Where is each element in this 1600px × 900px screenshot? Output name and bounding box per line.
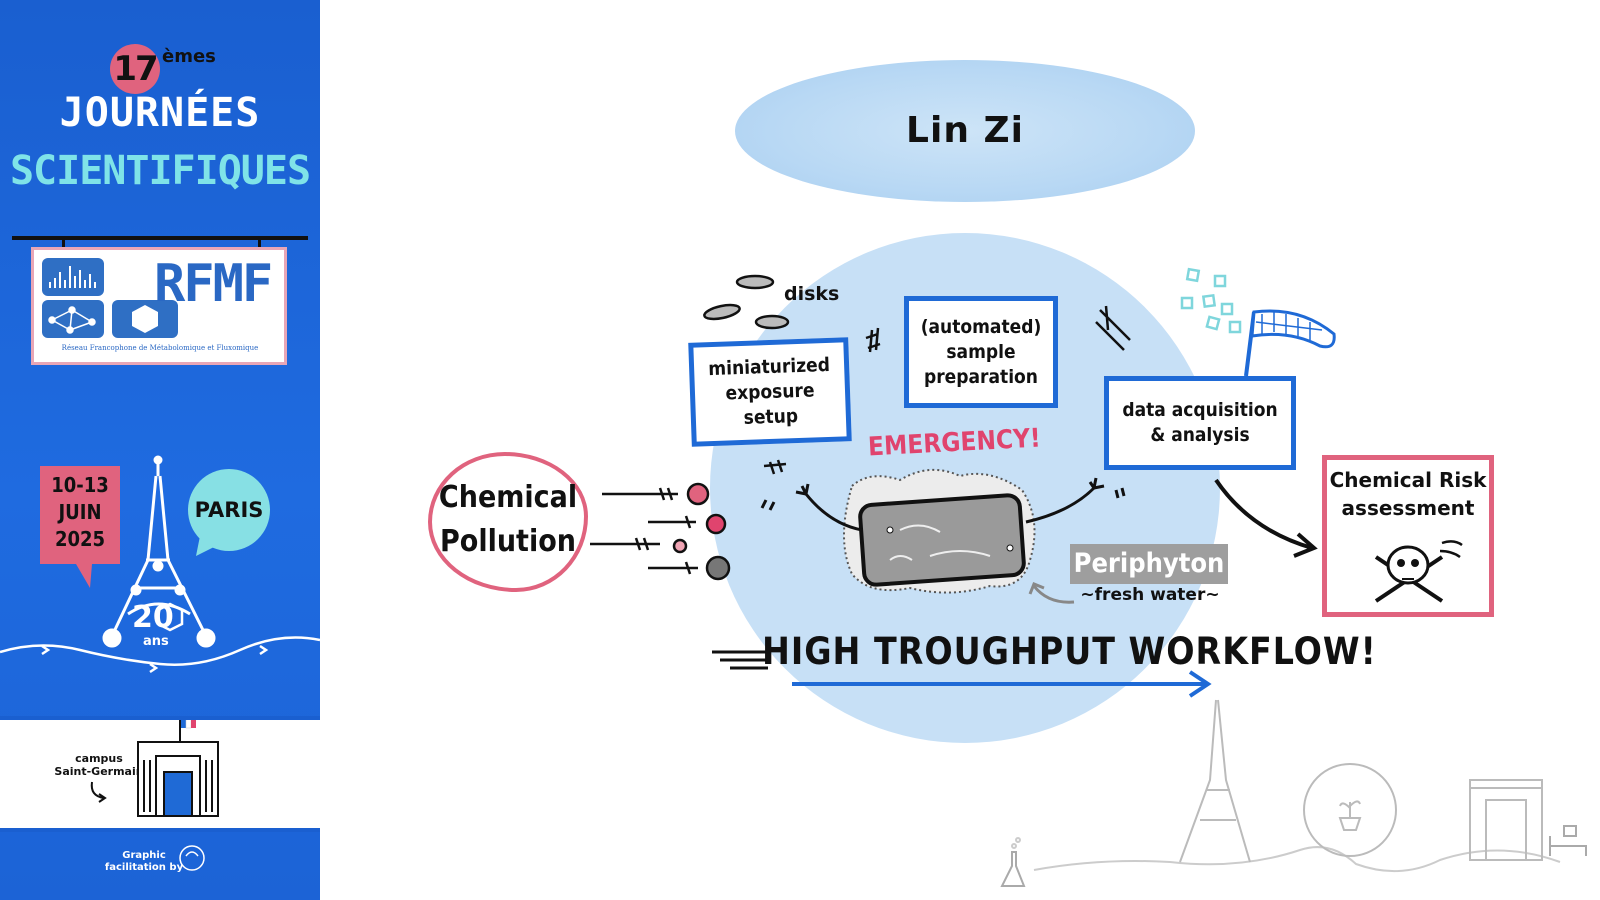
eiffel-tower-sketch-icon (1179, 699, 1251, 863)
disks-label: disks (784, 283, 840, 305)
pollution-line1: Chemical (438, 480, 578, 515)
campus-strip: campus Saint-Germain (0, 716, 320, 832)
step-exposure-line3: setup (743, 404, 799, 429)
flask-icon (1000, 837, 1026, 887)
pollution-line2: Pollution (440, 524, 576, 559)
chemical-pollution-bubble: Chemical Pollution (428, 452, 588, 592)
biofilm-arms (760, 477, 1126, 532)
step-data-line2: & analysis (1150, 424, 1250, 446)
date-month: JUIN (58, 500, 102, 524)
event-date: 10-13 JUIN 2025 (40, 466, 120, 564)
risk-line1: Chemical Risk (1329, 468, 1487, 492)
building-sketch-icon (1469, 779, 1543, 861)
periphyton-label: Periphyton (1070, 544, 1228, 584)
network-icon (48, 306, 96, 334)
event-title-line1: JOURNÉES (59, 90, 261, 136)
step-sample-line1: (automated) (920, 315, 1042, 338)
workflow-label: HIGH TROUGHPUT WORKFLOW! (762, 630, 1377, 673)
edition-number: 17 (110, 44, 160, 94)
step-sample-preparation: (automated) sample preparation (904, 296, 1058, 408)
step-data-line1: data acquisition (1122, 399, 1278, 421)
city-bubble: PARIS (188, 469, 270, 551)
workflow-arrow (712, 650, 1212, 698)
campus-label-line1: campus (75, 752, 123, 765)
step-exposure-setup: miniaturized exposure setup (688, 337, 852, 447)
campus-drawing (90, 720, 219, 817)
flag-net-icon (1244, 309, 1336, 377)
campus-label-line2: Saint-Germain (54, 765, 144, 778)
spectrum-icon (49, 266, 96, 288)
step-sample-line2: sample (946, 340, 1016, 363)
disks-icon (703, 274, 790, 330)
rfmf-logo: RFMF Réseau Francophone de Métabolomique… (34, 250, 284, 362)
plant-icon (1338, 800, 1362, 831)
bottom-sketch (1000, 699, 1587, 887)
step-exposure-line1: miniaturized (707, 353, 831, 380)
river-wave (0, 636, 320, 674)
chemical-risk-box: Chemical Risk assessment (1322, 455, 1494, 617)
logo-subtitle: Réseau Francophone de Métabolomique et F… (61, 344, 259, 352)
event-title-line2: SCIENTIFIQUES (9, 148, 311, 194)
date-days: 10-13 (51, 473, 109, 497)
logo-text: RFMF (154, 254, 273, 314)
french-flag-icon (181, 720, 196, 729)
risk-arrow (1214, 478, 1313, 550)
hanging-rod (12, 236, 308, 240)
paris-bubble-tail (196, 536, 216, 556)
edition-suffix: èmes (162, 46, 216, 67)
hexagon-icon (132, 305, 158, 333)
credit-line2: facilitation by (104, 862, 184, 873)
anniversary-unit: ans (143, 634, 169, 649)
credit: Graphic facilitation by (104, 850, 184, 874)
date-tag-tail (76, 564, 92, 588)
anniversary-number: 20 (132, 600, 174, 635)
hanging-hook (258, 236, 261, 250)
step-exposure-line2: exposure (725, 378, 815, 405)
speaker-name: Lin Zi (906, 110, 1024, 151)
skull-crossbones-icon (1374, 540, 1463, 603)
periphyton-pointer (1032, 585, 1075, 604)
hospital-bed-icon (1549, 825, 1587, 856)
sidebar: 17 èmes JOURNÉES SCIENTIFIQUES (0, 0, 320, 900)
university-building-icon (137, 720, 219, 817)
periphyton-biofilm-icon (843, 468, 1036, 594)
fresh-water-label: ~fresh water~ (1080, 585, 1220, 605)
sidebar-drawings (0, 455, 320, 674)
campus-label: campus Saint-Germain (44, 752, 154, 778)
data-confetti (1180, 267, 1242, 334)
logo-tile-spectrum (42, 258, 104, 296)
hanging-hook (62, 236, 65, 250)
logo-tile-hexagon (112, 300, 178, 338)
hash-marks (763, 305, 1131, 475)
logo-tile-network (42, 300, 104, 338)
pollution-streaks (590, 487, 698, 575)
step-sample-line3: preparation (924, 365, 1038, 388)
eiffel-tower-icon (102, 455, 216, 648)
step-data-analysis: data acquisition & analysis (1104, 376, 1296, 470)
speaker-cloud (735, 60, 1195, 202)
campus-arrow (90, 781, 105, 799)
date-year: 2025 (54, 527, 106, 551)
cycle-sketch (1303, 763, 1397, 857)
pollutant-dots (672, 482, 731, 581)
credit-line1: Graphic (122, 850, 166, 861)
risk-line2: assessment (1341, 496, 1475, 520)
